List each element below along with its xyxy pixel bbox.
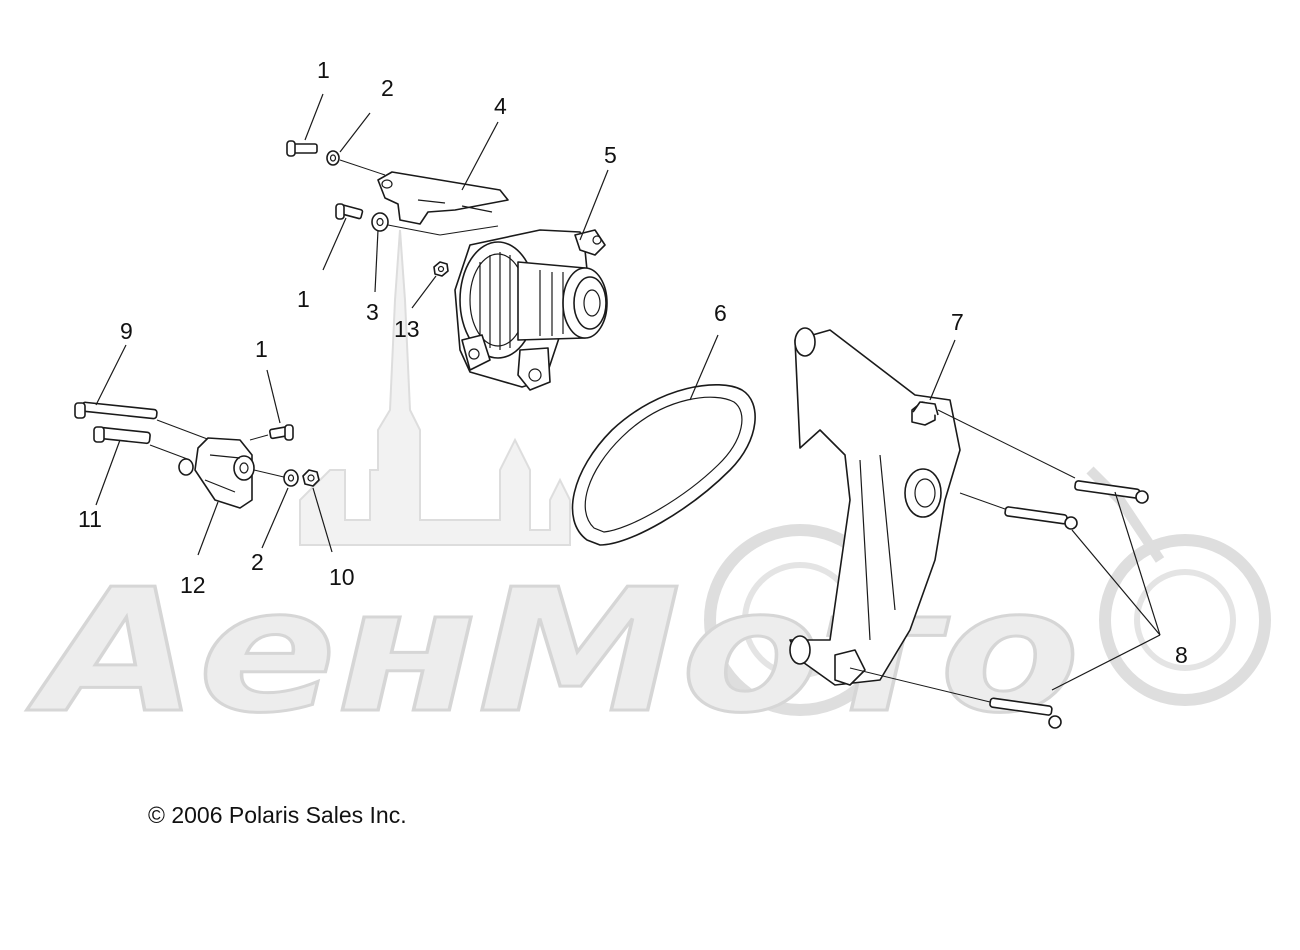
callout-2: 2: [251, 549, 264, 575]
callout-4: 4: [494, 93, 507, 119]
belt-6: [571, 384, 756, 546]
watermark-skyline: [299, 229, 571, 546]
callout-1: 1: [255, 336, 268, 362]
bolt-8-middle: [1004, 506, 1078, 530]
copyright-text: © 2006 Polaris Sales Inc.: [148, 802, 407, 828]
bolt-1-top: [286, 140, 318, 157]
callout-10: 10: [329, 564, 355, 590]
callout-9: 9: [120, 318, 133, 344]
callout-8: 8: [1175, 642, 1188, 668]
bracket-4: [377, 171, 509, 225]
callout-3: 3: [366, 299, 379, 325]
leader-lines: [95, 93, 1161, 691]
callout-13: 13: [394, 316, 420, 342]
washer-3: [371, 212, 389, 232]
bolt-8-lower: [989, 697, 1062, 729]
callout-5: 5: [604, 142, 617, 168]
bolt-1-left: [268, 424, 294, 441]
callout-12: 12: [180, 572, 206, 598]
tensioner-12: [178, 437, 255, 509]
callout-11: 11: [78, 506, 102, 532]
washer-2-top: [326, 150, 340, 166]
watermark-wheel-right: [1099, 534, 1271, 706]
nut-13: [433, 261, 449, 277]
bolt-9: [74, 401, 158, 420]
mount-bracket-7: [789, 327, 961, 686]
callout-1: 1: [317, 57, 330, 83]
callout-6: 6: [714, 300, 727, 326]
callout-1: 1: [297, 286, 310, 312]
bolt-1-middle: [335, 203, 364, 220]
callout-labels: 1 2 4 5 1 3 13 6 7 9 1 11 12 2 10 8: [78, 57, 1188, 668]
callout-2: 2: [381, 75, 394, 101]
washer-2-bottom: [283, 469, 299, 487]
alternator-5: [454, 229, 608, 391]
callout-7: 7: [951, 309, 964, 335]
stud-11: [93, 426, 151, 445]
bolt-8-upper: [1074, 480, 1149, 504]
nut-10: [302, 469, 320, 487]
